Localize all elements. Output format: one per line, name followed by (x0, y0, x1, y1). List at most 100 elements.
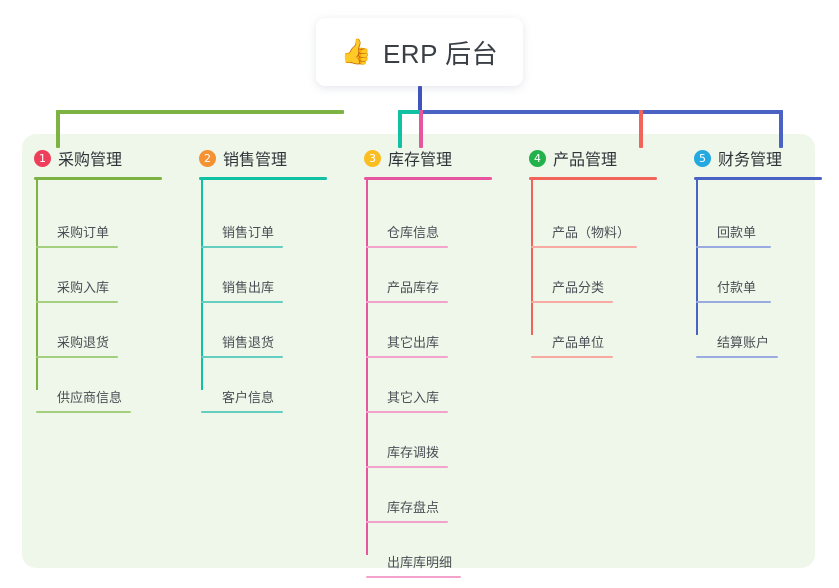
branch-header-label: 产品管理 (553, 152, 618, 169)
branch-spine (36, 180, 38, 390)
branch-item[interactable]: 产品库存 (352, 259, 452, 314)
connector-trunk (418, 86, 422, 114)
branch-item[interactable]: 产品单位 (517, 314, 617, 369)
branch-item-label: 库存盘点 (387, 500, 440, 515)
branch-header-1[interactable]: 1 采购管理 (22, 146, 122, 170)
branch-item-label: 产品库存 (387, 280, 440, 295)
branch-item-rule (366, 576, 461, 578)
branch-number-badge: 5 (694, 149, 711, 167)
branch-item-rule (366, 466, 448, 468)
branch-item-rule (366, 411, 448, 413)
branch-item-label: 其它入库 (387, 390, 440, 405)
branch-item-label: 产品（物料） (552, 225, 631, 240)
branch-item-rule (696, 301, 771, 303)
branch-item-rule (36, 301, 118, 303)
thumbs-up-icon: 👍 (340, 37, 372, 66)
branch-number-badge: 3 (364, 149, 381, 167)
branch-header-rule (694, 177, 822, 180)
branch-number-badge: 2 (199, 149, 216, 167)
branch-item-rule (696, 246, 771, 248)
branch-item-rule (201, 246, 283, 248)
branch-item[interactable]: 销售出库 (187, 259, 287, 314)
branch-header-rule (34, 177, 162, 180)
branch-item-label: 销售退货 (222, 335, 275, 350)
branch-header-rule (529, 177, 657, 180)
root-node[interactable]: 👍 ERP 后台 (316, 18, 523, 86)
branch-header-5[interactable]: 5 财务管理 (682, 146, 782, 170)
branch-column-1: 1 采购管理采购订单采购入库采购退货供应商信息 (22, 146, 162, 424)
connector-bar-blue (422, 110, 783, 114)
branch-item[interactable]: 采购订单 (22, 204, 122, 259)
branch-item-rule (366, 246, 448, 248)
branch-header-label: 库存管理 (388, 152, 453, 169)
branch-item[interactable]: 仓库信息 (352, 204, 452, 259)
connector-drop-2 (398, 110, 402, 148)
branch-item-rule (201, 411, 283, 413)
branch-header-label: 采购管理 (58, 152, 123, 169)
branch-item[interactable]: 销售退货 (187, 314, 287, 369)
branch-header-3[interactable]: 3 库存管理 (352, 146, 452, 170)
branch-item[interactable]: 结算账户 (682, 314, 782, 369)
branch-item-rule (366, 356, 448, 358)
branch-item-label: 回款单 (717, 225, 757, 240)
branch-item[interactable]: 客户信息 (187, 369, 287, 424)
root-node-title: ERP 后台 (382, 38, 499, 69)
branch-column-4: 4 产品管理产品（物料） 产品分类产品单位 (517, 146, 657, 369)
branch-item-list: 回款单付款单结算账户 (682, 170, 782, 369)
branch-header-label: 财务管理 (718, 152, 783, 169)
branch-item-label: 采购退货 (57, 335, 110, 350)
branch-item-rule (36, 246, 118, 248)
branch-item-label: 库存调拨 (387, 445, 440, 460)
connector-drop-5 (779, 110, 783, 148)
branch-item-label: 结算账户 (717, 335, 770, 350)
branch-item-rule (696, 356, 778, 358)
branch-item-rule (366, 301, 448, 303)
branch-item-label: 销售出库 (222, 280, 275, 295)
branch-column-5: 5 财务管理回款单付款单结算账户 (682, 146, 822, 369)
connector-bar-teal (398, 110, 422, 114)
branch-item-label: 产品单位 (552, 335, 605, 350)
branch-item[interactable]: 产品分类 (517, 259, 617, 314)
branch-item-label: 出库库明细 (387, 555, 453, 570)
branch-item-label: 产品分类 (552, 280, 605, 295)
branch-item-rule (201, 356, 283, 358)
branch-item[interactable]: 库存盘点 (352, 479, 452, 534)
branch-item-list: 采购订单采购入库采购退货供应商信息 (22, 170, 131, 424)
branch-item[interactable]: 供应商信息 (22, 369, 131, 424)
branch-item-list: 仓库信息产品库存其它出库其它入库库存调拨库存盘点出库库明细 (352, 170, 461, 588)
branch-spine (531, 180, 533, 335)
branch-item[interactable]: 其它出库 (352, 314, 452, 369)
branch-item[interactable]: 回款单 (682, 204, 782, 259)
branch-item[interactable]: 其它入库 (352, 369, 452, 424)
branch-number-badge: 1 (34, 149, 51, 167)
branch-header-rule (199, 177, 327, 180)
branch-item-rule (36, 356, 118, 358)
branch-spine (201, 180, 203, 390)
branch-item-label: 采购入库 (57, 280, 110, 295)
branch-item[interactable]: 库存调拨 (352, 424, 452, 479)
connector-drop-4 (639, 110, 643, 148)
branch-header-4[interactable]: 4 产品管理 (517, 146, 617, 170)
branch-item-label: 采购订单 (57, 225, 110, 240)
branch-item-label: 供应商信息 (57, 390, 123, 405)
branch-spine (366, 180, 368, 555)
branch-item-rule (531, 356, 613, 358)
branch-item[interactable]: 付款单 (682, 259, 782, 314)
branch-item-rule (366, 521, 448, 523)
branch-item-list: 产品（物料） 产品分类产品单位 (517, 170, 637, 369)
branch-item-rule (531, 246, 637, 248)
branch-item-label: 付款单 (717, 280, 757, 295)
branch-item-rule (36, 411, 131, 413)
branch-item[interactable]: 产品（物料） (517, 204, 637, 259)
branch-item[interactable]: 采购退货 (22, 314, 122, 369)
branch-item-list: 销售订单销售出库销售退货客户信息 (187, 170, 287, 424)
branch-item[interactable]: 销售订单 (187, 204, 287, 259)
branch-number-badge: 4 (529, 149, 546, 167)
branch-item[interactable]: 出库库明细 (352, 534, 461, 588)
branch-item-rule (531, 301, 613, 303)
branch-item[interactable]: 采购入库 (22, 259, 122, 314)
diagram-background-panel (22, 134, 815, 568)
